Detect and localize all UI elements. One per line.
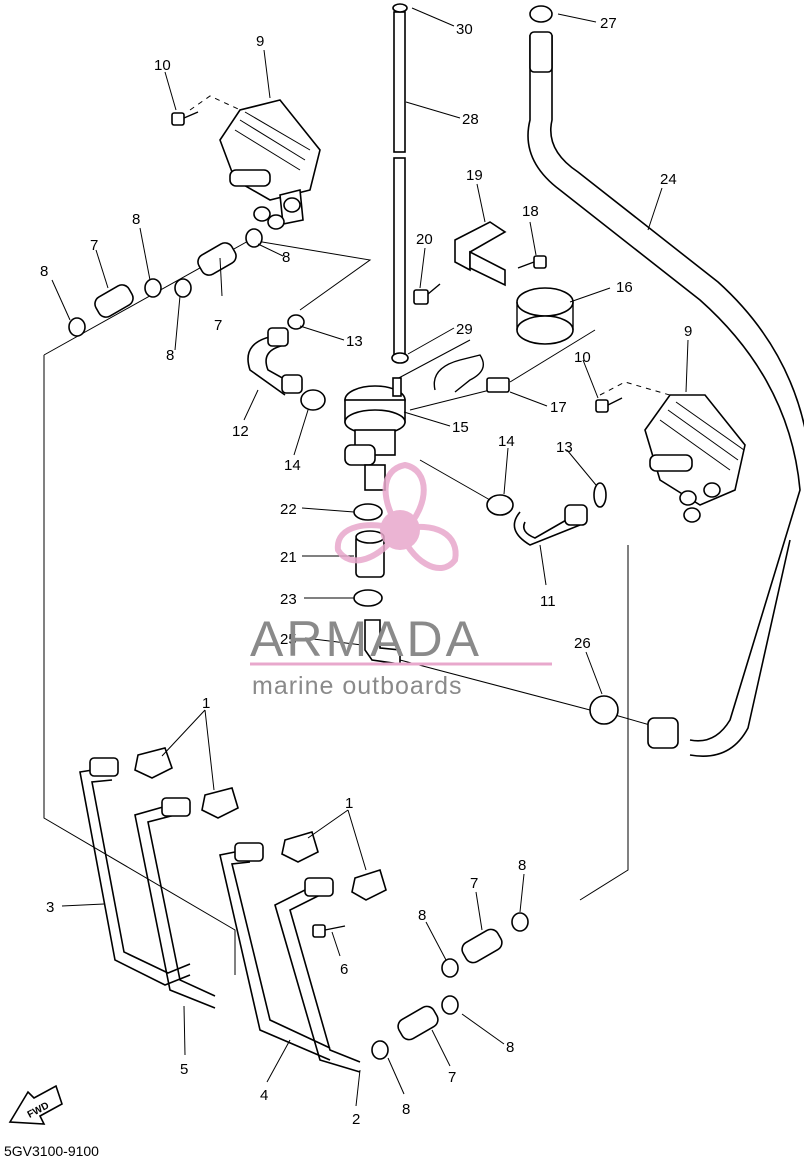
- hose-11: [513, 504, 588, 546]
- callout-14: 14: [284, 457, 301, 474]
- callout-1: 1: [202, 695, 210, 712]
- callout-23: 23: [280, 591, 297, 608]
- callout-8: 8: [402, 1101, 410, 1118]
- callout-7: 7: [90, 237, 98, 254]
- callout-13: 13: [346, 333, 363, 350]
- callout-30: 30: [456, 21, 473, 38]
- callout-28: 28: [462, 111, 479, 128]
- callout-11: 11: [540, 593, 556, 610]
- callout-29: 29: [456, 321, 473, 338]
- callout-26: 26: [574, 635, 591, 652]
- watermark-title: ARMADA: [250, 611, 482, 667]
- callout-8: 8: [282, 249, 290, 266]
- callout-6: 6: [340, 961, 348, 978]
- callout-13: 13: [556, 439, 573, 456]
- hose-24: [527, 5, 804, 757]
- pipe-5: [134, 797, 216, 1009]
- watermark: ARMADA marine outboards: [250, 461, 552, 700]
- callout-8: 8: [132, 211, 140, 228]
- callout-21: 21: [280, 549, 297, 566]
- hose-12: [247, 327, 303, 396]
- callout-15: 15: [452, 419, 469, 436]
- callout-8: 8: [518, 857, 526, 874]
- fuel-pump-9-right: [644, 394, 746, 523]
- hoses-7-lower: [371, 912, 529, 1060]
- fuel-pump-9-left: [219, 99, 321, 230]
- callout-7: 7: [214, 317, 222, 334]
- callout-19: 19: [466, 167, 483, 184]
- fwd-arrow-icon: FWD: [8, 1084, 63, 1125]
- callout-24: 24: [660, 171, 677, 188]
- callout-10: 10: [154, 57, 171, 74]
- leader-lines: [51, 7, 689, 1107]
- clamps-13-14: [287, 314, 607, 516]
- callout-7: 7: [470, 875, 478, 892]
- drawing-code: 5GV3100-9100: [4, 1143, 99, 1159]
- callout-12: 12: [232, 423, 249, 440]
- clamp-26: [589, 695, 619, 725]
- hoses-7-upper: [68, 228, 263, 337]
- valve-15: [344, 377, 406, 491]
- callout-22: 22: [280, 501, 297, 518]
- callout-8: 8: [166, 347, 174, 364]
- pipe-4: [219, 842, 331, 1061]
- pipe-2: [274, 877, 361, 1073]
- callout-3: 3: [46, 899, 54, 916]
- watermark-subtitle: marine outboards: [252, 672, 463, 700]
- callout-20: 20: [416, 231, 433, 248]
- callout-5: 5: [180, 1061, 188, 1078]
- callout-17: 17: [550, 399, 567, 416]
- callout-8: 8: [40, 263, 48, 280]
- callout-10: 10: [574, 349, 591, 366]
- pipe-3: [79, 757, 191, 986]
- callout-18: 18: [522, 203, 539, 220]
- callout-14: 14: [498, 433, 515, 450]
- clip-17: [433, 354, 510, 393]
- callout-16: 16: [616, 279, 633, 296]
- callout-27: 27: [600, 15, 617, 32]
- callout-7: 7: [448, 1069, 456, 1086]
- clamp-16: [516, 287, 574, 345]
- callout-8: 8: [506, 1039, 514, 1056]
- propeller-icon: [334, 461, 459, 571]
- callout-2: 2: [352, 1111, 360, 1128]
- bolts: [171, 111, 623, 938]
- callout-numbers: 30 27 9 10 28 24 19 18 8 7 20 16 8 8 7 2…: [40, 15, 692, 1128]
- callout-1: 1: [345, 795, 353, 812]
- callout-9: 9: [256, 33, 264, 50]
- callout-9: 9: [684, 323, 692, 340]
- bracket-19: [454, 221, 507, 287]
- callout-8: 8: [418, 907, 426, 924]
- callout-25: 25: [280, 631, 297, 648]
- gaskets-1: [134, 747, 387, 901]
- pipe-28: [391, 3, 409, 364]
- callout-4: 4: [260, 1087, 268, 1104]
